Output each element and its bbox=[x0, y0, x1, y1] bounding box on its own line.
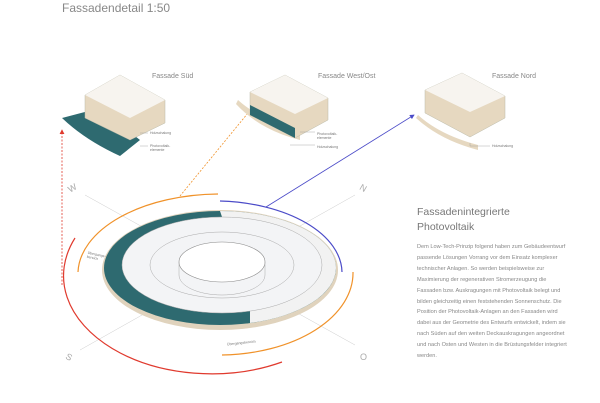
annotation: Holzschalung bbox=[150, 131, 172, 135]
arrow-west-east bbox=[179, 101, 258, 197]
facade-label-south: Fassade Süd bbox=[152, 73, 194, 80]
arc-west bbox=[77, 193, 219, 273]
facade-model-west-east bbox=[236, 74, 329, 140]
compass-east: O bbox=[360, 352, 368, 362]
arrow-north bbox=[265, 114, 415, 208]
sidebar-heading: Fassadenintegrierte Photovoltaik bbox=[417, 205, 587, 235]
facade-label-west-east: Fassade West/Ost bbox=[318, 73, 376, 80]
page-title: Fassadendetail 1:50 bbox=[62, 1, 171, 15]
arc-east bbox=[221, 271, 354, 356]
annotation-leaders bbox=[140, 131, 490, 147]
annotation: Holzschalung bbox=[317, 145, 339, 149]
heading-line: Photovoltaik bbox=[417, 221, 475, 233]
facade-model-north bbox=[416, 72, 506, 150]
arc-south bbox=[62, 237, 283, 375]
arc-north bbox=[219, 200, 343, 273]
heading-line: Fassadenintegrierte bbox=[417, 206, 510, 218]
sidebar-body: Dem Low-Tech-Prinzip folgend haben zum G… bbox=[417, 244, 567, 360]
facade-label-north: Fassade Nord bbox=[492, 73, 536, 80]
facade-model-south bbox=[62, 74, 166, 156]
annotation: Photovoltaik-elemente bbox=[150, 144, 171, 152]
annotation: Holzschalung bbox=[492, 144, 514, 148]
ring-building-plan bbox=[102, 210, 338, 330]
annotation: Photovoltaik-elemente bbox=[317, 132, 338, 140]
